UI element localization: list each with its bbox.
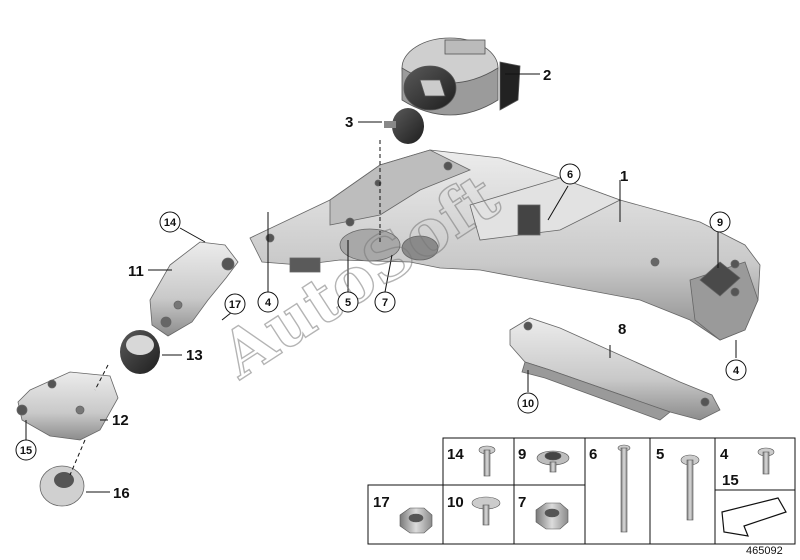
- svg-text:7: 7: [382, 297, 388, 309]
- lower-bracket: [16, 371, 119, 441]
- table-label-10: 10: [447, 494, 464, 511]
- circled-label-4-left: 4: [257, 291, 279, 313]
- bolt-14-icon: [478, 445, 496, 477]
- table-label-17: 17: [373, 494, 390, 511]
- table-label-14: 14: [447, 446, 464, 463]
- screw-4-icon: [757, 447, 775, 475]
- fastener-table: 14 9 6 5 4 15 17 10 7: [367, 437, 796, 545]
- label-16: 16: [113, 485, 130, 502]
- svg-text:4: 4: [733, 365, 740, 377]
- circled-label-7: 7: [374, 291, 396, 313]
- transmission-mount: [401, 37, 521, 116]
- label-2: 2: [543, 67, 551, 84]
- svg-text:4: 4: [265, 297, 272, 309]
- circled-label-5: 5: [337, 291, 359, 313]
- screw-10-icon: [471, 496, 501, 526]
- svg-text:15: 15: [20, 445, 32, 457]
- svg-text:5: 5: [345, 297, 351, 309]
- transmission-crossmember: [249, 149, 761, 341]
- label-8: 8: [618, 321, 626, 338]
- rubber-bushing: [120, 330, 160, 374]
- tension-strut: [509, 317, 721, 421]
- circled-label-6: 6: [559, 163, 581, 185]
- table-label-7: 7: [518, 494, 526, 511]
- circled-label-14: 14: [159, 211, 181, 233]
- circled-label-17: 17: [224, 293, 246, 315]
- circled-label-9: 9: [709, 211, 731, 233]
- svg-text:6: 6: [567, 169, 573, 181]
- screw-9-icon: [536, 450, 570, 473]
- nut-7-icon: [535, 502, 569, 530]
- label-13: 13: [186, 347, 203, 364]
- callouts: 1 2 3 8 11 13 12 16 6 9 4 5 7 4 10 14 17…: [15, 67, 747, 502]
- table-label-15: 15: [722, 472, 739, 489]
- label-3: 3: [345, 114, 353, 131]
- mounting-bracket: [149, 241, 239, 337]
- nut-17-icon: [399, 507, 433, 534]
- label-11: 11: [128, 263, 144, 280]
- svg-text:14: 14: [164, 217, 177, 229]
- long-bolt-6-icon: [617, 444, 631, 533]
- svg-text:10: 10: [522, 398, 534, 410]
- table-label-6: 6: [589, 446, 597, 463]
- table-label-9: 9: [518, 446, 526, 463]
- svg-text:9: 9: [717, 217, 723, 229]
- bolt-5-icon: [680, 454, 700, 521]
- table-label-5: 5: [656, 446, 664, 463]
- arrow-icon: [721, 497, 787, 537]
- circled-label-15: 15: [15, 439, 37, 461]
- leader-lines: [25, 73, 737, 493]
- round-bushing: [39, 465, 85, 507]
- table-label-4: 4: [720, 446, 729, 463]
- label-12: 12: [112, 412, 129, 429]
- rubber-damper: [384, 108, 424, 144]
- circled-label-4-right: 4: [725, 359, 747, 381]
- diagram-reference-number: 465092: [746, 545, 783, 557]
- label-1: 1: [620, 168, 628, 185]
- circled-label-10: 10: [517, 392, 539, 414]
- svg-text:17: 17: [229, 299, 241, 311]
